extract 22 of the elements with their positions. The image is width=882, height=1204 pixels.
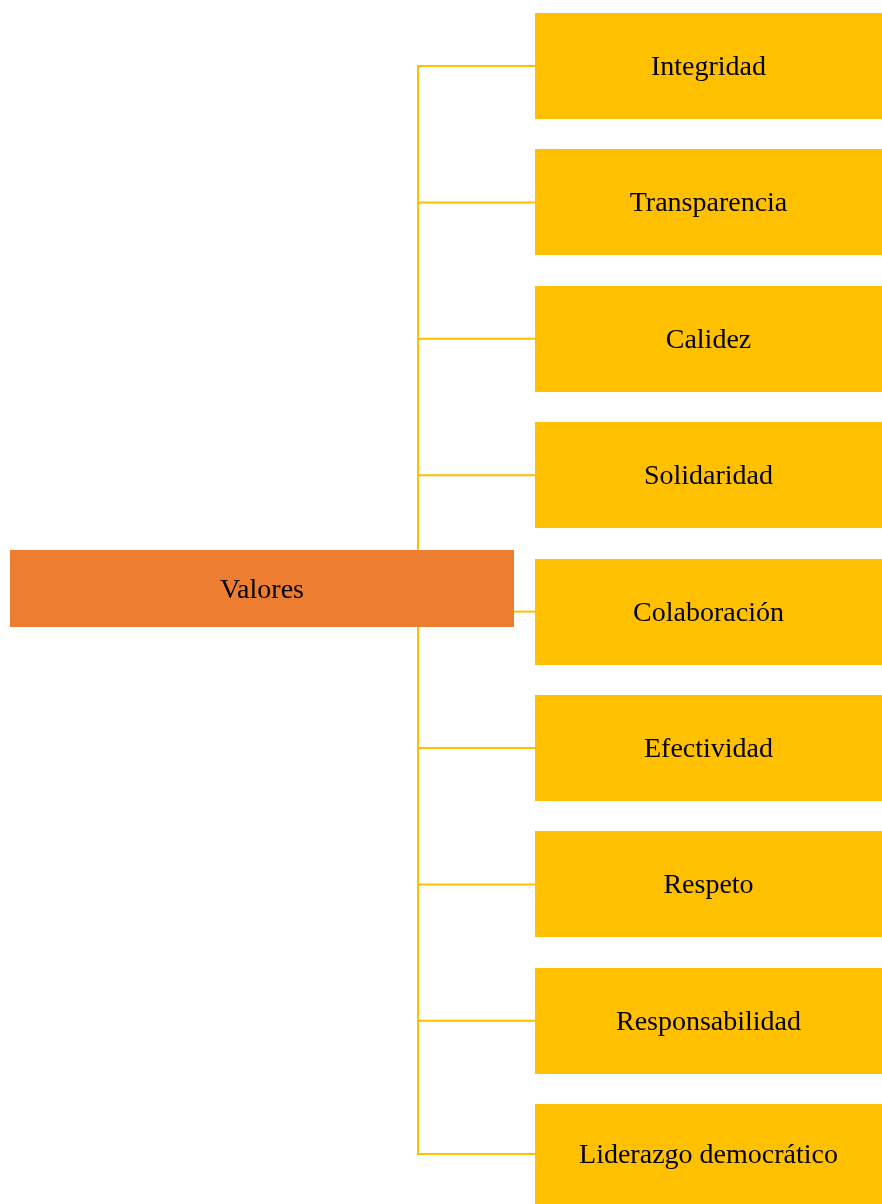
value-box: [535, 1104, 882, 1204]
value-box: [535, 831, 882, 938]
value-box: [535, 285, 882, 392]
value-box: [535, 13, 882, 119]
value-box: [535, 422, 882, 529]
node-label: Responsabilidad: [615, 1004, 802, 1037]
node-label: Respeto: [663, 868, 754, 901]
node-label: Integridad: [650, 50, 767, 82]
connector-line: [417, 474, 536, 551]
node-label: Colaboración: [633, 595, 784, 628]
node-label: Efectividad: [643, 732, 774, 764]
value-box: [535, 149, 882, 256]
root-box: [10, 550, 514, 627]
value-box: [535, 967, 882, 1074]
value-box: [535, 558, 882, 665]
node-label: Liderazgo democrático: [579, 1138, 838, 1171]
node-label: Transparencia: [629, 186, 788, 219]
node-label: Calidez: [665, 322, 752, 355]
node-label: Valores: [220, 572, 304, 605]
value-box: [535, 695, 882, 801]
node-label: Solidaridad: [643, 459, 774, 492]
connector-line: [513, 610, 536, 613]
